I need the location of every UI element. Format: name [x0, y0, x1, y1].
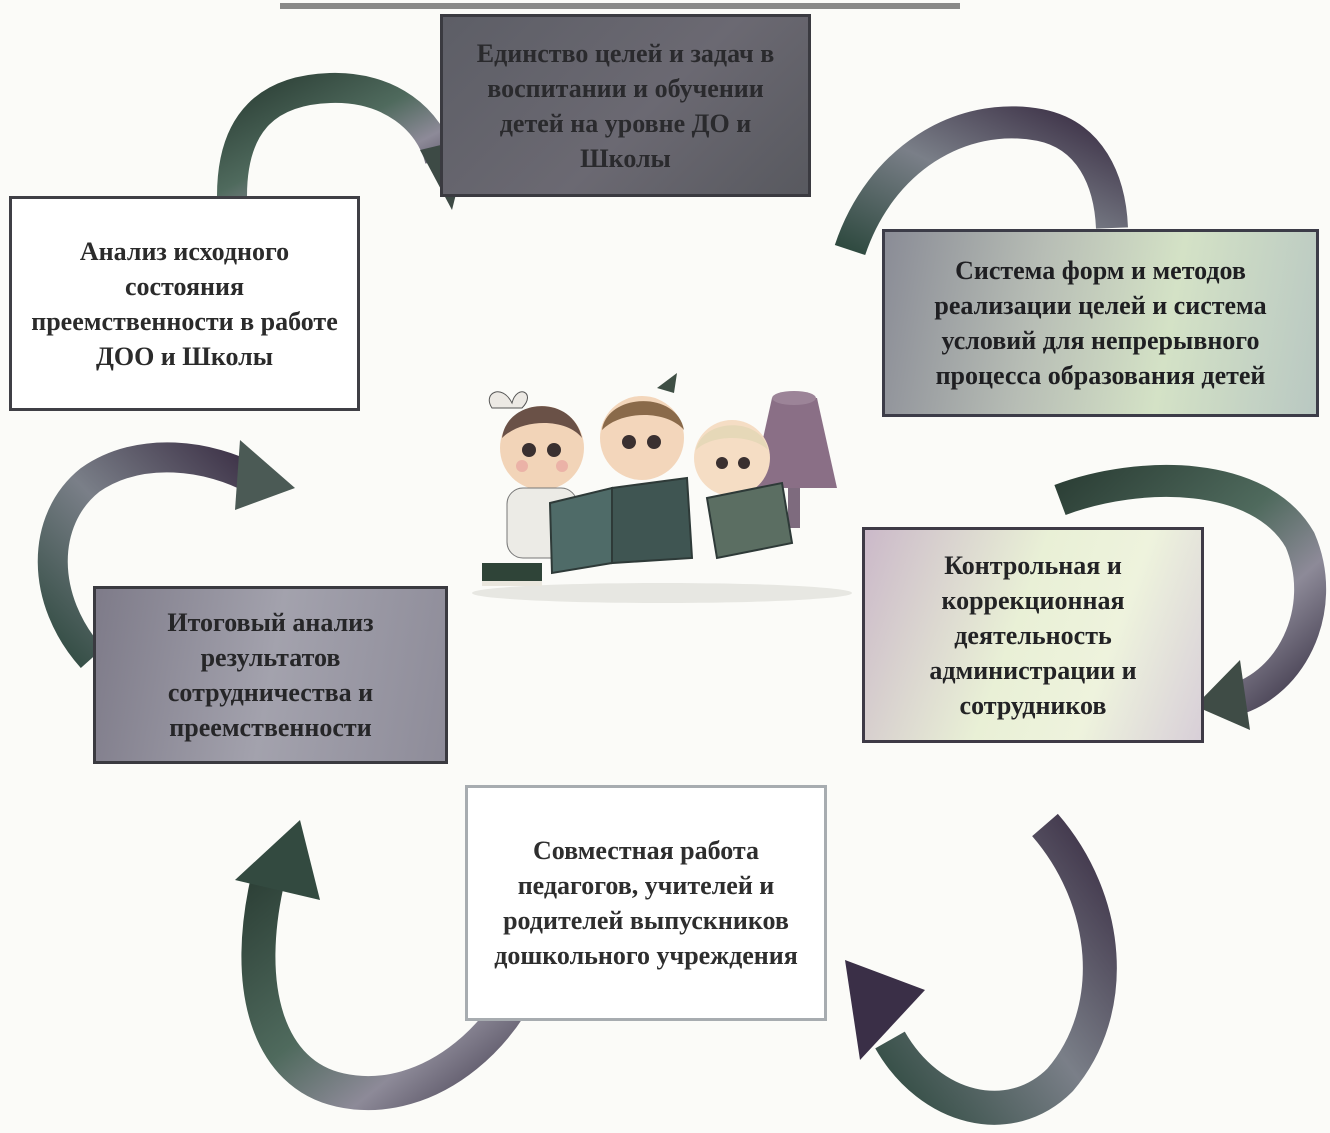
child-right	[694, 420, 770, 496]
box-final-analysis-text: Итоговый анализ результатов сотрудничест…	[167, 608, 374, 742]
arrow-control-to-joint	[845, 813, 1117, 1125]
child-middle	[600, 373, 684, 480]
arrow-goals-to-system	[834, 106, 1128, 256]
box-control-and-correction: Контрольная и коррекционная деятельность…	[862, 527, 1204, 743]
box-unity-of-goals: Единство целей и задач в воспитании и об…	[440, 14, 811, 197]
box-forms-and-methods-text: Система форм и методов реализации целей …	[934, 256, 1267, 390]
arrow-final-to-initial	[37, 440, 295, 669]
box-initial-analysis: Анализ исходного состояния преемственнос…	[9, 196, 360, 411]
box-unity-of-goals-text: Единство целей и задач в воспитании и об…	[476, 38, 775, 173]
children-reading-illustration	[462, 368, 862, 608]
box-joint-work-text: Совместная работа педагогов, учителей и …	[494, 836, 798, 970]
book-icon	[482, 476, 794, 586]
lamp-icon	[752, 391, 837, 528]
cropped-title-strip	[270, 0, 970, 10]
box-final-analysis: Итоговый анализ результатов сотрудничест…	[93, 586, 448, 764]
box-forms-and-methods: Система форм и методов реализации целей …	[882, 229, 1319, 417]
box-joint-work: Совместная работа педагогов, учителей и …	[465, 785, 827, 1021]
arrow-system-to-control	[1054, 464, 1327, 730]
arrow-initial-to-goals	[217, 72, 470, 210]
box-initial-analysis-text: Анализ исходного состояния преемственнос…	[31, 236, 338, 371]
box-control-and-correction-text: Контрольная и коррекционная деятельность…	[929, 550, 1137, 720]
